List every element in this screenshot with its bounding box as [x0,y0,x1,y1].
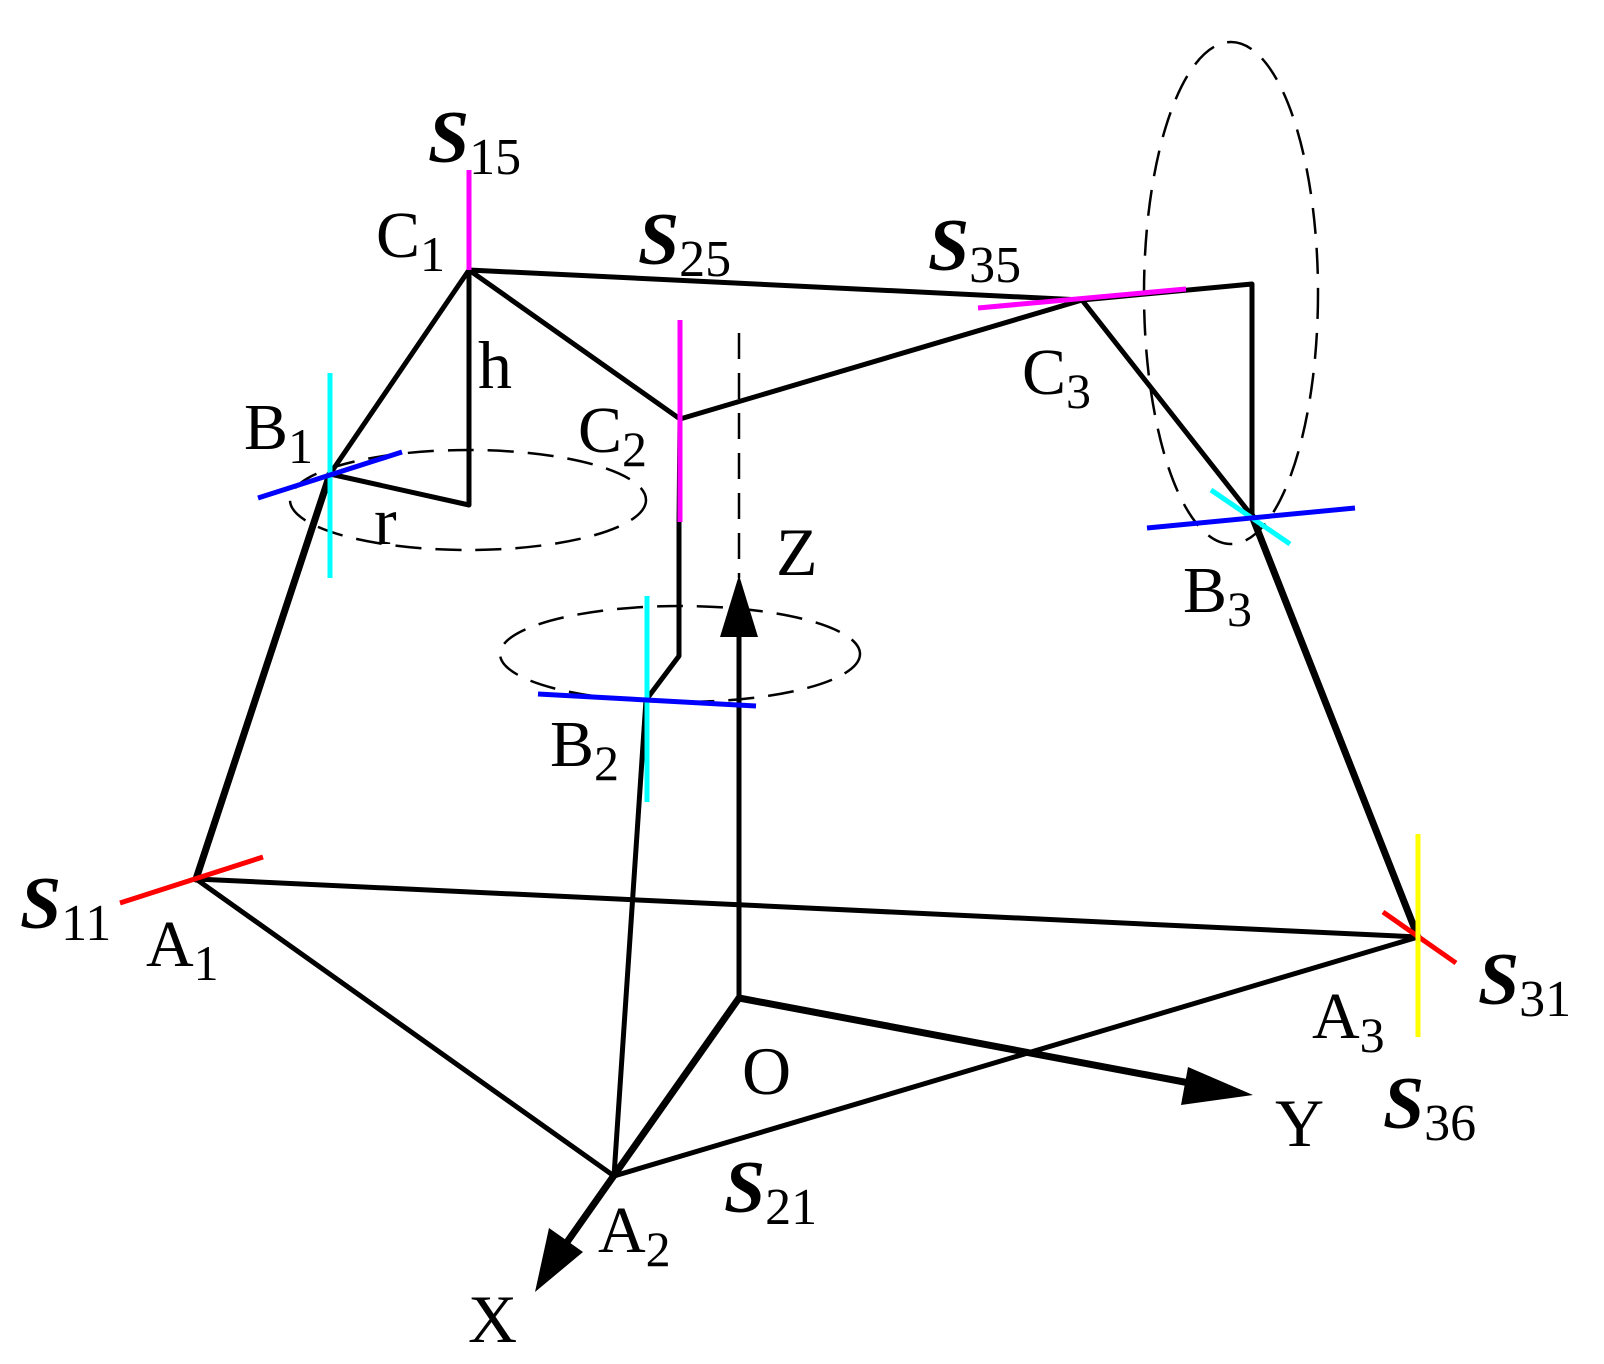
leg3-lower-link [1248,512,1422,941]
y-axis-label: Y [1275,1085,1324,1161]
screw-axis-s11 [119,854,264,906]
radius-label: r [374,483,397,559]
point-label-b1: B1 [244,391,313,474]
point-label-a3: A3 [1312,980,1385,1063]
point-label-a2: A2 [598,1194,671,1277]
z-axis [720,575,758,1001]
screw-label-s15: S15 [428,97,521,186]
leg2-lower-link [611,697,649,1179]
y-axis-arrowhead [1181,1067,1253,1105]
height-label: h [478,327,512,403]
leg1-lower-link [192,470,334,883]
x-axis [535,994,743,1292]
x-axis-arrowhead [535,1228,583,1292]
screw-label-s35: S35 [928,205,1021,294]
leg3-upper-link [1079,297,1255,519]
base-triangle [193,876,1421,1179]
point-label-b3: B3 [1183,554,1252,637]
origin-label: O [742,1033,791,1109]
point-label-a1: A1 [146,908,219,991]
screw-label-s11: S11 [20,863,111,952]
y-axis [735,994,1253,1105]
point-label-c3: C3 [1022,336,1091,419]
x-axis-label: X [468,1281,517,1357]
leg1-offset-link [327,267,472,508]
screw-axis-b2-horizontal [537,691,757,709]
leg1-upper-link [327,267,472,477]
screw-label-s21: S21 [724,1147,817,1236]
z-axis-arrowhead [720,575,758,637]
screw-axis-s35 [977,286,1187,311]
leg2-offset-link [643,519,682,703]
screw-axis-b1-horizontal [257,449,403,501]
platform-triangle [466,267,1085,422]
point-label-c1: C1 [376,199,445,282]
screw-axis-b3-blue [1146,505,1356,531]
screw-label-s36: S36 [1383,1063,1476,1152]
z-axis-label: Z [776,514,818,590]
screw-label-s31: S31 [1478,939,1571,1028]
point-label-c2: C2 [578,394,647,477]
point-label-b2: B2 [550,708,619,791]
screw-label-s25: S25 [638,199,731,288]
